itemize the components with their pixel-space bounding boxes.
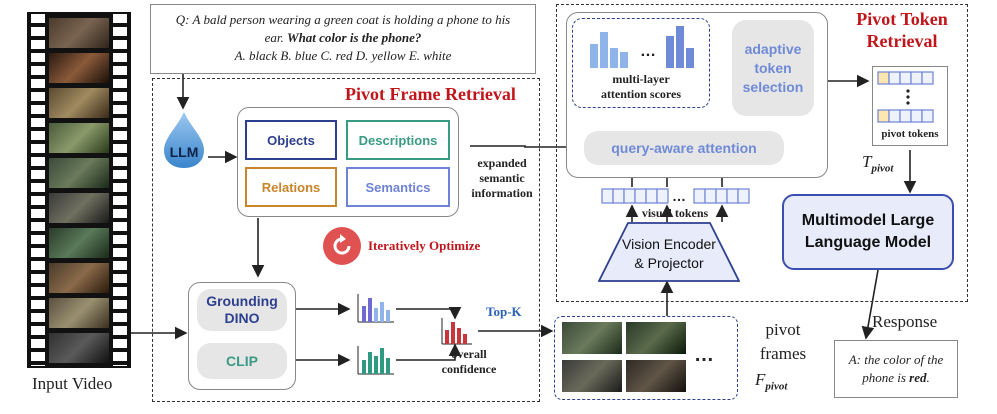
pivot-token-retrieval-region [556,4,968,302]
overall-confidence-bar-icon [441,318,472,345]
overall-confidence-label: overall confidence [441,347,497,376]
expanded-semantic-info: expanded semantic information [471,156,533,200]
category-relations: Relations [245,167,337,207]
pivot-frame-retrieval-region [152,78,540,402]
video-frame [49,158,109,188]
pivot-frame-thumb [626,322,686,354]
query-aware-attention-box: query-aware attention [584,131,784,165]
pivot-tokens-label: pivot tokens [881,128,939,140]
question-bold: What color is the phone? [287,30,422,45]
visual-tokens-label: visual tokens [641,206,709,220]
grounding-dino-box: Grounding DINO [197,289,287,331]
arrow-expanded-to-query [470,140,582,154]
category-semantics: Semantics [346,167,450,207]
video-frame [49,333,109,363]
question-line-2: ear. What color is the phone? [264,30,422,45]
category-descriptions: Descriptions [346,120,450,160]
question-box: Q: A bald person wearing a green coat is… [150,4,536,74]
video-frame [49,123,109,153]
attention-scores-label: multi-layer attention scores [600,72,682,101]
grounding-scores-bar-icon [357,294,394,323]
video-frame [49,298,109,328]
video-frame [49,263,109,293]
topk-label: Top-K [486,304,522,319]
answer-box: A: the color of the phone is red. [834,340,958,398]
adaptive-token-selection-box: adaptive token selection [732,20,814,116]
pivot-frame-retrieval-title: Pivot Frame Retrieval [345,84,516,104]
video-frame [49,53,109,83]
video-frame [49,193,109,223]
video-frame [49,88,109,118]
clip-box: CLIP [197,343,287,379]
sprocket-left [31,14,45,366]
pivot-token-retrieval-title: Pivot Token Retrieval [856,9,948,51]
video-frame [49,228,109,258]
vision-encoder-shape [598,222,740,282]
input-video-label: Input Video [32,374,113,393]
response-label: Response [872,312,938,331]
llm-label: LLM [169,144,199,160]
svg-text:…: … [672,188,686,204]
refresh-icon [323,227,361,265]
attention-bar-icons: … [590,26,694,68]
pivot-frames-label: pivot frames [759,320,807,363]
video-frame [49,18,109,48]
visual-tokens-row: … [601,188,750,204]
llm-droplet [164,112,204,168]
pivot-frame-thumb [562,360,622,392]
t-pivot-symbol: Tpivot [862,152,894,175]
question-options: A. black B. blue C. red D. yellow E. whi… [234,48,452,63]
pivot-frame-retrieval-region-right [539,292,540,402]
input-video-filmstrip [27,12,131,368]
question-line-1: Q: A bald person wearing a green coat is… [175,12,511,27]
arrow-mllm-to-answer [861,269,879,340]
category-objects: Objects [245,120,337,160]
pivot-frame-thumb [562,322,622,354]
arrow-bars-to-confidence-bottom [396,343,462,361]
pivot-frame-thumb [626,360,686,392]
vision-encoder-label: Vision Encoder & Projector [622,236,716,271]
mllm-box: Multimodel Large Language Model [782,194,954,270]
iteratively-optimize-label: Iteratively Optimize [368,238,481,253]
arrow-bars-to-confidence-top [396,306,462,320]
pivot-tokens-grid [877,71,934,123]
clip-scores-bar-icon [357,346,394,375]
svg-text:…: … [640,43,656,60]
sprocket-right [113,14,127,366]
f-pivot-symbol: Fpivot [755,370,788,393]
ellipsis: … [694,344,714,366]
